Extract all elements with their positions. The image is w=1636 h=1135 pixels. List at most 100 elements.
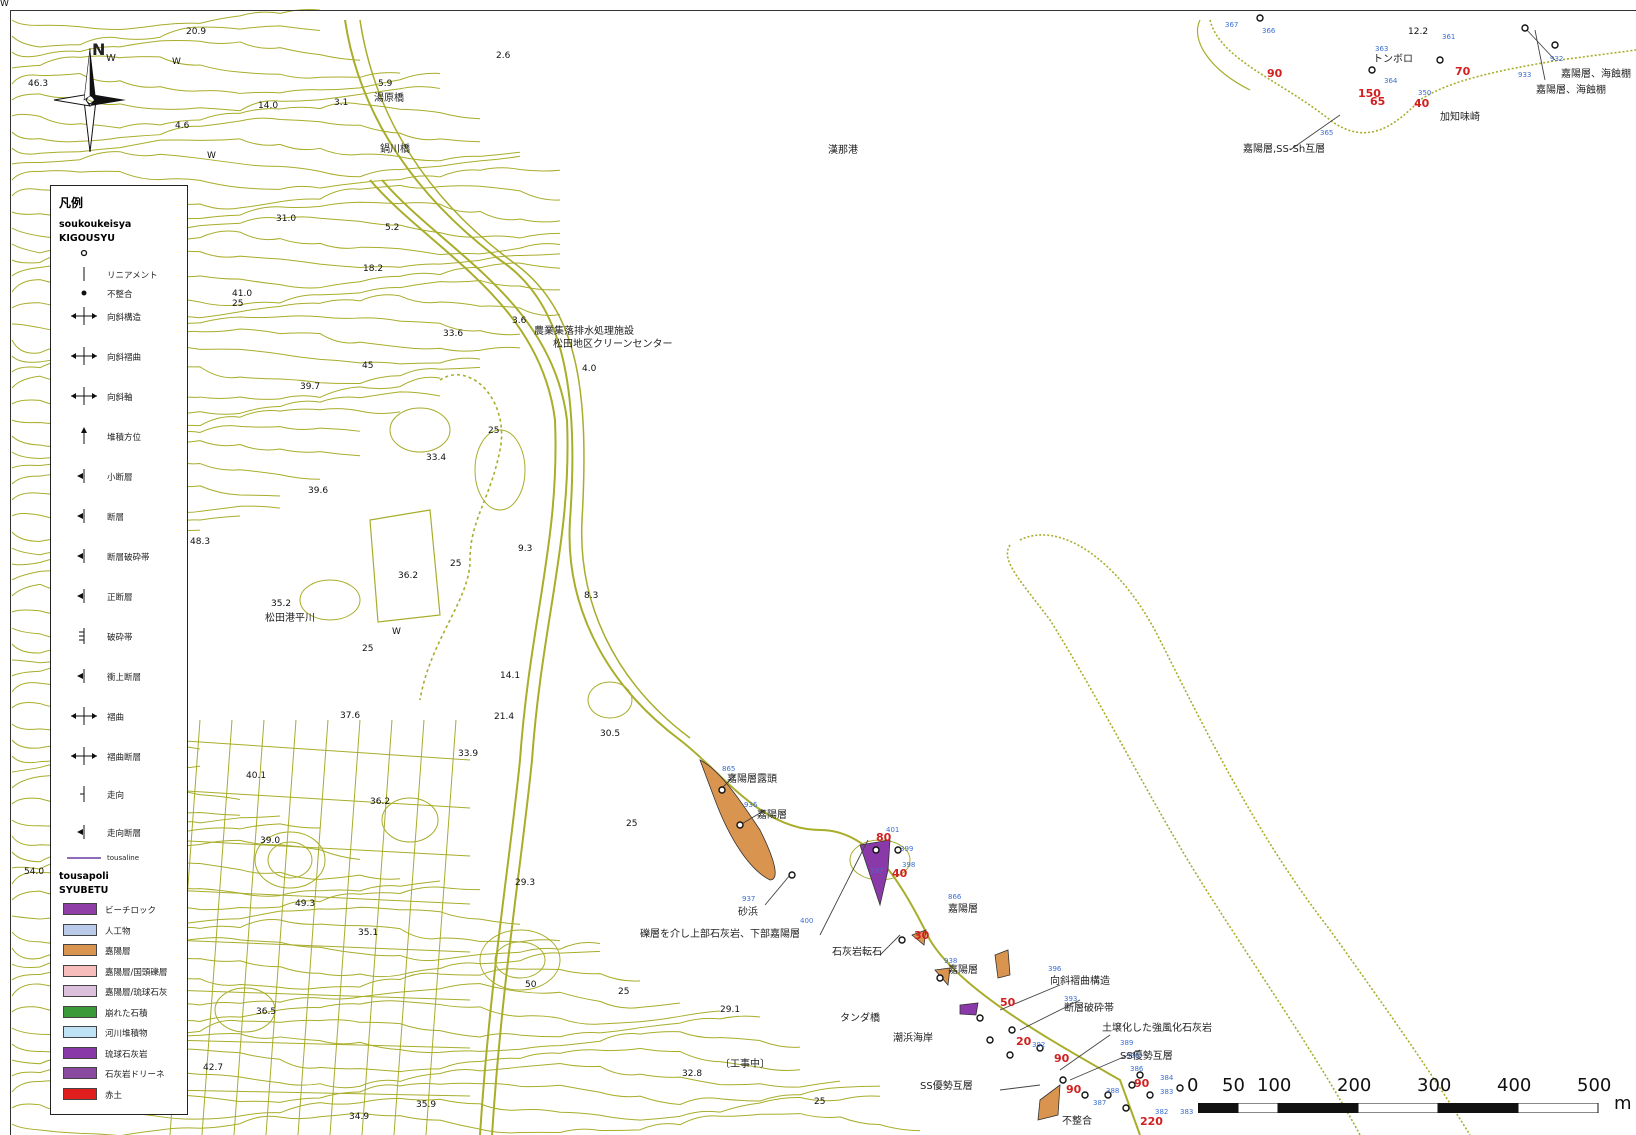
observation-point[interactable]	[936, 974, 944, 982]
place-label: 断層破砕帯	[1064, 1003, 1114, 1014]
legend-symbol-row: 小断層	[57, 466, 185, 486]
point-id-label: 388	[1106, 1087, 1120, 1095]
dip-value-label: 150	[1358, 87, 1381, 100]
legend-color-swatch	[63, 903, 97, 915]
observation-point[interactable]	[1104, 1091, 1112, 1099]
elevation-label: 46.3	[28, 79, 49, 89]
elevation-label: 25	[488, 426, 500, 436]
observation-point[interactable]	[1036, 1044, 1044, 1052]
elevation-label: 33.6	[443, 329, 464, 339]
strike-fault-icon	[77, 825, 85, 839]
elevation-label: 5.2	[385, 223, 400, 233]
observation-point[interactable]	[1008, 1026, 1016, 1034]
point-id-label: 938	[944, 957, 958, 965]
elevation-label: 40.1	[246, 771, 267, 781]
scale-tick-label: 500	[1577, 1075, 1612, 1096]
scale-tick-label: 400	[1497, 1075, 1532, 1096]
fold-fault-icon	[71, 747, 97, 765]
legend-type-label: ビーチロック	[105, 906, 157, 916]
limestone-polygon[interactable]	[859, 839, 891, 907]
field-boundary	[169, 889, 471, 905]
outcrop-polygon[interactable]	[1037, 1084, 1061, 1121]
legend-symbol-label: リニアメント	[107, 271, 158, 281]
dip-value-label: 40	[1414, 97, 1430, 110]
thrust-fault-icon	[77, 669, 85, 683]
observation-point[interactable]	[1122, 1104, 1130, 1112]
elevation-label: 2.6	[496, 51, 511, 61]
place-label: 湯原橋	[374, 93, 404, 104]
observation-point[interactable]	[1059, 1076, 1067, 1084]
observation-point[interactable]	[1521, 24, 1529, 32]
elevation-label: 4.0	[582, 364, 597, 374]
limestone-polygon[interactable]	[959, 1002, 979, 1016]
legend-symbol-row: 不整合	[57, 283, 185, 303]
open-circle-icon	[80, 249, 88, 257]
contour-ring	[479, 929, 561, 991]
outcrop-polygon[interactable]	[994, 949, 1011, 979]
point-id-label: 399	[900, 845, 914, 853]
lineament-icon	[83, 267, 85, 281]
observation-point[interactable]	[718, 786, 726, 794]
observation-point[interactable]	[788, 871, 796, 879]
elevation-label: 29.1	[720, 1005, 741, 1015]
observation-point[interactable]	[898, 936, 906, 944]
field-boundary	[169, 1039, 471, 1049]
strike-icon	[80, 786, 85, 802]
point-id-label: 382	[1155, 1108, 1169, 1116]
legend-symbol-row: 衝上断層	[57, 666, 185, 686]
road-edge	[369, 179, 557, 1135]
dip-value-label: 80	[876, 831, 892, 844]
scale-segment	[1437, 1103, 1519, 1113]
elevation-label: 9.3	[518, 544, 533, 554]
point-id-label: 865	[722, 765, 736, 773]
legend-type-label: 嘉陽層/琉球石灰	[105, 988, 168, 998]
legend-color-swatch	[63, 1005, 97, 1018]
tousaline-line-icon	[67, 857, 101, 859]
observation-point[interactable]	[1368, 66, 1376, 74]
outcrop-polygon[interactable]	[911, 929, 927, 946]
contour-line	[11, 102, 481, 129]
observation-point[interactable]	[872, 846, 880, 854]
observation-point[interactable]	[736, 821, 744, 829]
point-id-label: 350	[1418, 89, 1432, 97]
observation-point[interactable]	[1081, 1091, 1089, 1099]
place-label: 嘉陽層、海蝕棚	[1561, 69, 1631, 80]
observation-point[interactable]	[894, 846, 902, 854]
fault-icon	[77, 509, 85, 523]
legend-symbol-label: 向斜構造	[107, 313, 142, 323]
observation-point[interactable]	[986, 1036, 994, 1044]
elevation-label: 25	[450, 559, 462, 569]
observation-point[interactable]	[1006, 1051, 1014, 1059]
place-label: SS優勢互層	[1120, 1051, 1173, 1062]
coastline	[344, 19, 1141, 1135]
observation-point[interactable]	[1136, 1071, 1144, 1079]
observation-point[interactable]	[976, 1014, 984, 1022]
point-id-label: 366	[1262, 27, 1276, 35]
leader-line	[1534, 29, 1546, 81]
observation-point[interactable]	[1551, 41, 1559, 49]
observation-point[interactable]	[1128, 1081, 1136, 1089]
elevation-label: 33.4	[426, 453, 447, 463]
scale-tick-label: 300	[1417, 1075, 1452, 1096]
legend-section2-sub: SYUBETU	[59, 885, 109, 896]
legend-symbol-label: 向斜褶曲	[107, 353, 142, 363]
observation-point[interactable]	[1146, 1091, 1154, 1099]
observation-point[interactable]	[1176, 1084, 1184, 1092]
dip-value-label: 70	[1455, 65, 1471, 78]
scale-bar-graphic	[1198, 1103, 1599, 1113]
legend-symbol-row: リニアメント	[57, 264, 185, 284]
point-id-label: 397	[870, 867, 884, 875]
legend-type-label: 赤土	[105, 1090, 123, 1101]
place-label: 松田港平川	[265, 613, 315, 624]
field-boundary	[265, 719, 297, 1135]
north-label: N	[92, 40, 106, 59]
observation-point[interactable]	[1436, 56, 1444, 64]
legend-symbol-row: 走向断層	[57, 822, 185, 842]
observation-point[interactable]	[1256, 14, 1264, 22]
place-label: 嘉陽層	[948, 965, 978, 976]
legend-type-row: 崩れた石積	[57, 1003, 185, 1023]
place-label: 農業集落排水処理施設	[534, 326, 634, 337]
elevation-label: 14.1	[500, 671, 521, 681]
field-boundary	[297, 719, 329, 1135]
